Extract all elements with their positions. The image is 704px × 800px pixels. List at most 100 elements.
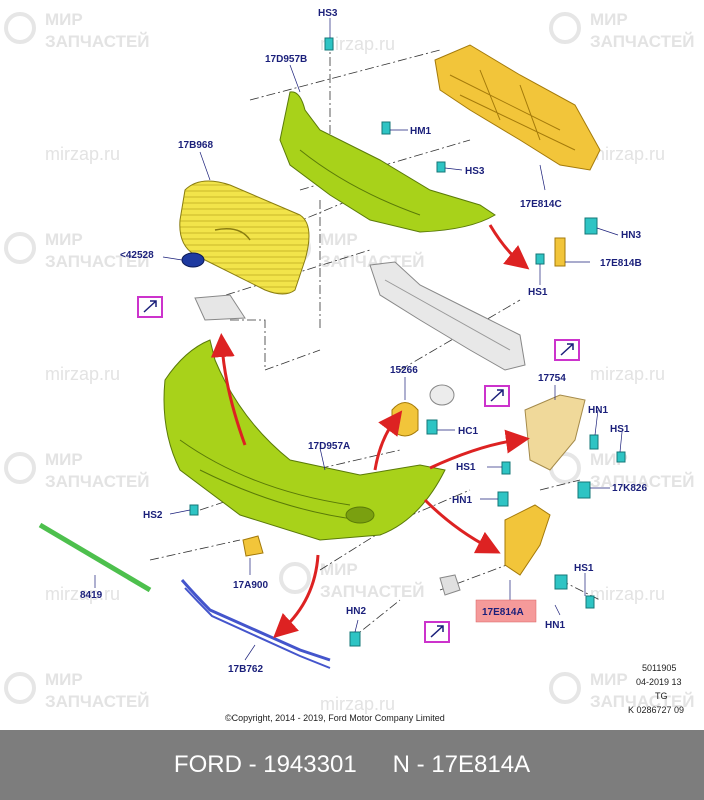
part-label[interactable]: HS1 (528, 287, 548, 298)
watermark-text: МИР (590, 10, 628, 29)
fastener-icon (349, 631, 361, 647)
part-label[interactable]: HS1 (456, 462, 476, 473)
part-label[interactable]: HN3 (621, 230, 641, 241)
watermark-text: МИР (45, 230, 83, 249)
part-label[interactable]: 17754 (538, 373, 566, 384)
fastener-icon (585, 595, 595, 609)
part-label[interactable]: 17A900 (233, 580, 268, 591)
detail-view-icon[interactable] (484, 385, 510, 407)
watermark-url: mirzap.ru (45, 364, 120, 384)
fastener-icon (616, 451, 626, 463)
right-bracket-lower-part (504, 504, 551, 576)
part-labels: HS3 17D957B HM1 HS3 17B968 17E814C HN3 1… (80, 8, 647, 675)
fog-lamp-bracket-part (391, 402, 419, 437)
watermark-url: mirzap.ru (590, 364, 665, 384)
copyright-text: ©Copyright, 2014 - 2019, Ford Motor Comp… (225, 713, 445, 723)
part-label[interactable]: 17B762 (228, 664, 263, 675)
watermark-url: mirzap.ru (45, 584, 120, 604)
fastener-icon (535, 253, 545, 265)
watermark-layer: МИР ЗАПЧАСТЕЙ МИР ЗАПЧАСТЕЙ МИР ЗАПЧАСТЕЙ М… (4, 10, 695, 714)
direction-arrows (210, 224, 530, 639)
fastener-icon (554, 574, 568, 590)
watermark-text: ЗАПЧАСТЕЙ (45, 692, 150, 711)
ford-emblem-icon (181, 252, 205, 268)
part-label[interactable]: HS3 (318, 8, 338, 19)
part-label[interactable]: HM1 (410, 126, 432, 137)
watermark-text: ЗАПЧАСТЕЙ (45, 472, 150, 491)
watermark-logo-7: МИР ЗАПЧАСТЕЙ (279, 560, 425, 601)
watermark-url: mirzap.ru (590, 584, 665, 604)
part-label[interactable]: 8419 (80, 590, 103, 601)
watermark-logo-5: МИР ЗАПЧАСТЕЙ (4, 450, 150, 491)
watermark-url: mirzap.ru (590, 144, 665, 164)
watermark-text: ЗАПЧАСТЕЙ (590, 472, 695, 491)
watermark-text: ЗАПЧАСТЕЙ (590, 692, 695, 711)
watermark-logo-2: МИР ЗАПЧАСТЕЙ (549, 10, 695, 51)
fog-lamp-part (429, 384, 455, 406)
watermark-text: ЗАПЧАСТЕЙ (45, 252, 150, 271)
part-label[interactable]: 17E814C (520, 199, 562, 210)
fastener-icon (324, 37, 334, 51)
part-label[interactable]: HC1 (458, 426, 478, 437)
watermark-logo-1: МИР ЗАПЧАСТЕЙ (4, 10, 150, 51)
watermark-text: МИР (45, 450, 83, 469)
watermark-text: МИР (45, 670, 83, 689)
meta-line: 04-2019 13 (636, 677, 682, 687)
fastener-icon (589, 434, 599, 450)
watermark-logo-3: МИР ЗАПЧАСТЕЙ (4, 230, 150, 271)
detail-view-icon[interactable] (137, 296, 163, 318)
part-label[interactable]: <42528 (120, 250, 154, 261)
moulding-strip-part (38, 522, 152, 593)
watermark-text: ЗАПЧАСТЕЙ (320, 582, 425, 601)
drawing-meta: 5011905 04-2019 13 TG K 0286727 09 (628, 663, 684, 715)
detail-view-icon[interactable] (554, 339, 580, 361)
fastener-icon (436, 161, 446, 173)
part-label[interactable]: HN1 (588, 405, 608, 416)
part-label[interactable]: HS3 (465, 166, 485, 177)
upper-bracket-part (434, 44, 601, 171)
part-label[interactable]: HS1 (610, 424, 630, 435)
fastener-icon (501, 461, 511, 475)
meta-line: K 0286727 09 (628, 705, 684, 715)
detail-view-icon[interactable] (424, 621, 450, 643)
watermark-text: МИР (320, 230, 358, 249)
part-label[interactable]: 17B968 (178, 140, 213, 151)
highlighted-part-box[interactable] (475, 599, 537, 623)
watermark-logo-9: МИР ЗАПЧАСТЕЙ (549, 670, 695, 711)
fastener-icon (426, 419, 438, 435)
right-bracket-upper-part (524, 394, 586, 471)
watermark-text: МИР (45, 10, 83, 29)
reinforcement-beam-part (369, 261, 526, 371)
leader-lines (94, 18, 623, 661)
part-label[interactable]: HN1 (545, 620, 565, 631)
part-label[interactable]: HN1 (452, 495, 472, 506)
part-label[interactable]: 17D957A (308, 441, 350, 452)
part-number-footer: FORD - 1943301 N - 17E814A (0, 730, 704, 800)
fastener-icon (554, 237, 566, 267)
watermark-text: МИР (320, 560, 358, 579)
part-label[interactable]: HS2 (143, 510, 163, 521)
part-label[interactable]: HS1 (574, 563, 594, 574)
watermark-text: ЗАПЧАСТЕЙ (45, 32, 150, 51)
watermark-text: ЗАПЧАСТЕЙ (590, 32, 695, 51)
meta-line: TG (655, 691, 668, 701)
part-label[interactable]: 15266 (390, 365, 418, 376)
part-label[interactable]: HN2 (346, 606, 366, 617)
fasteners (189, 37, 626, 647)
fastener-icon (584, 217, 598, 235)
fastener-icon (577, 481, 591, 499)
footer-part-code: N - 17E814A (392, 751, 531, 778)
part-label[interactable]: 17K826 (612, 483, 647, 494)
small-yellow-part (242, 535, 264, 557)
watermark-text: МИР (590, 670, 628, 689)
meta-line: 5011905 (642, 663, 676, 673)
upper-bumper-part (279, 91, 496, 233)
part-label[interactable]: 17E814B (600, 258, 642, 269)
grey-clip-part (439, 574, 461, 596)
part-label[interactable]: 17D957B (265, 54, 307, 65)
part-label-highlighted[interactable]: 17E814A (482, 607, 524, 618)
watermark-logo-8: МИР ЗАПЧАСТЕЙ (4, 670, 150, 711)
side-mount-part (194, 294, 246, 321)
grille-part (179, 180, 310, 295)
lower-bar-part (180, 579, 331, 669)
